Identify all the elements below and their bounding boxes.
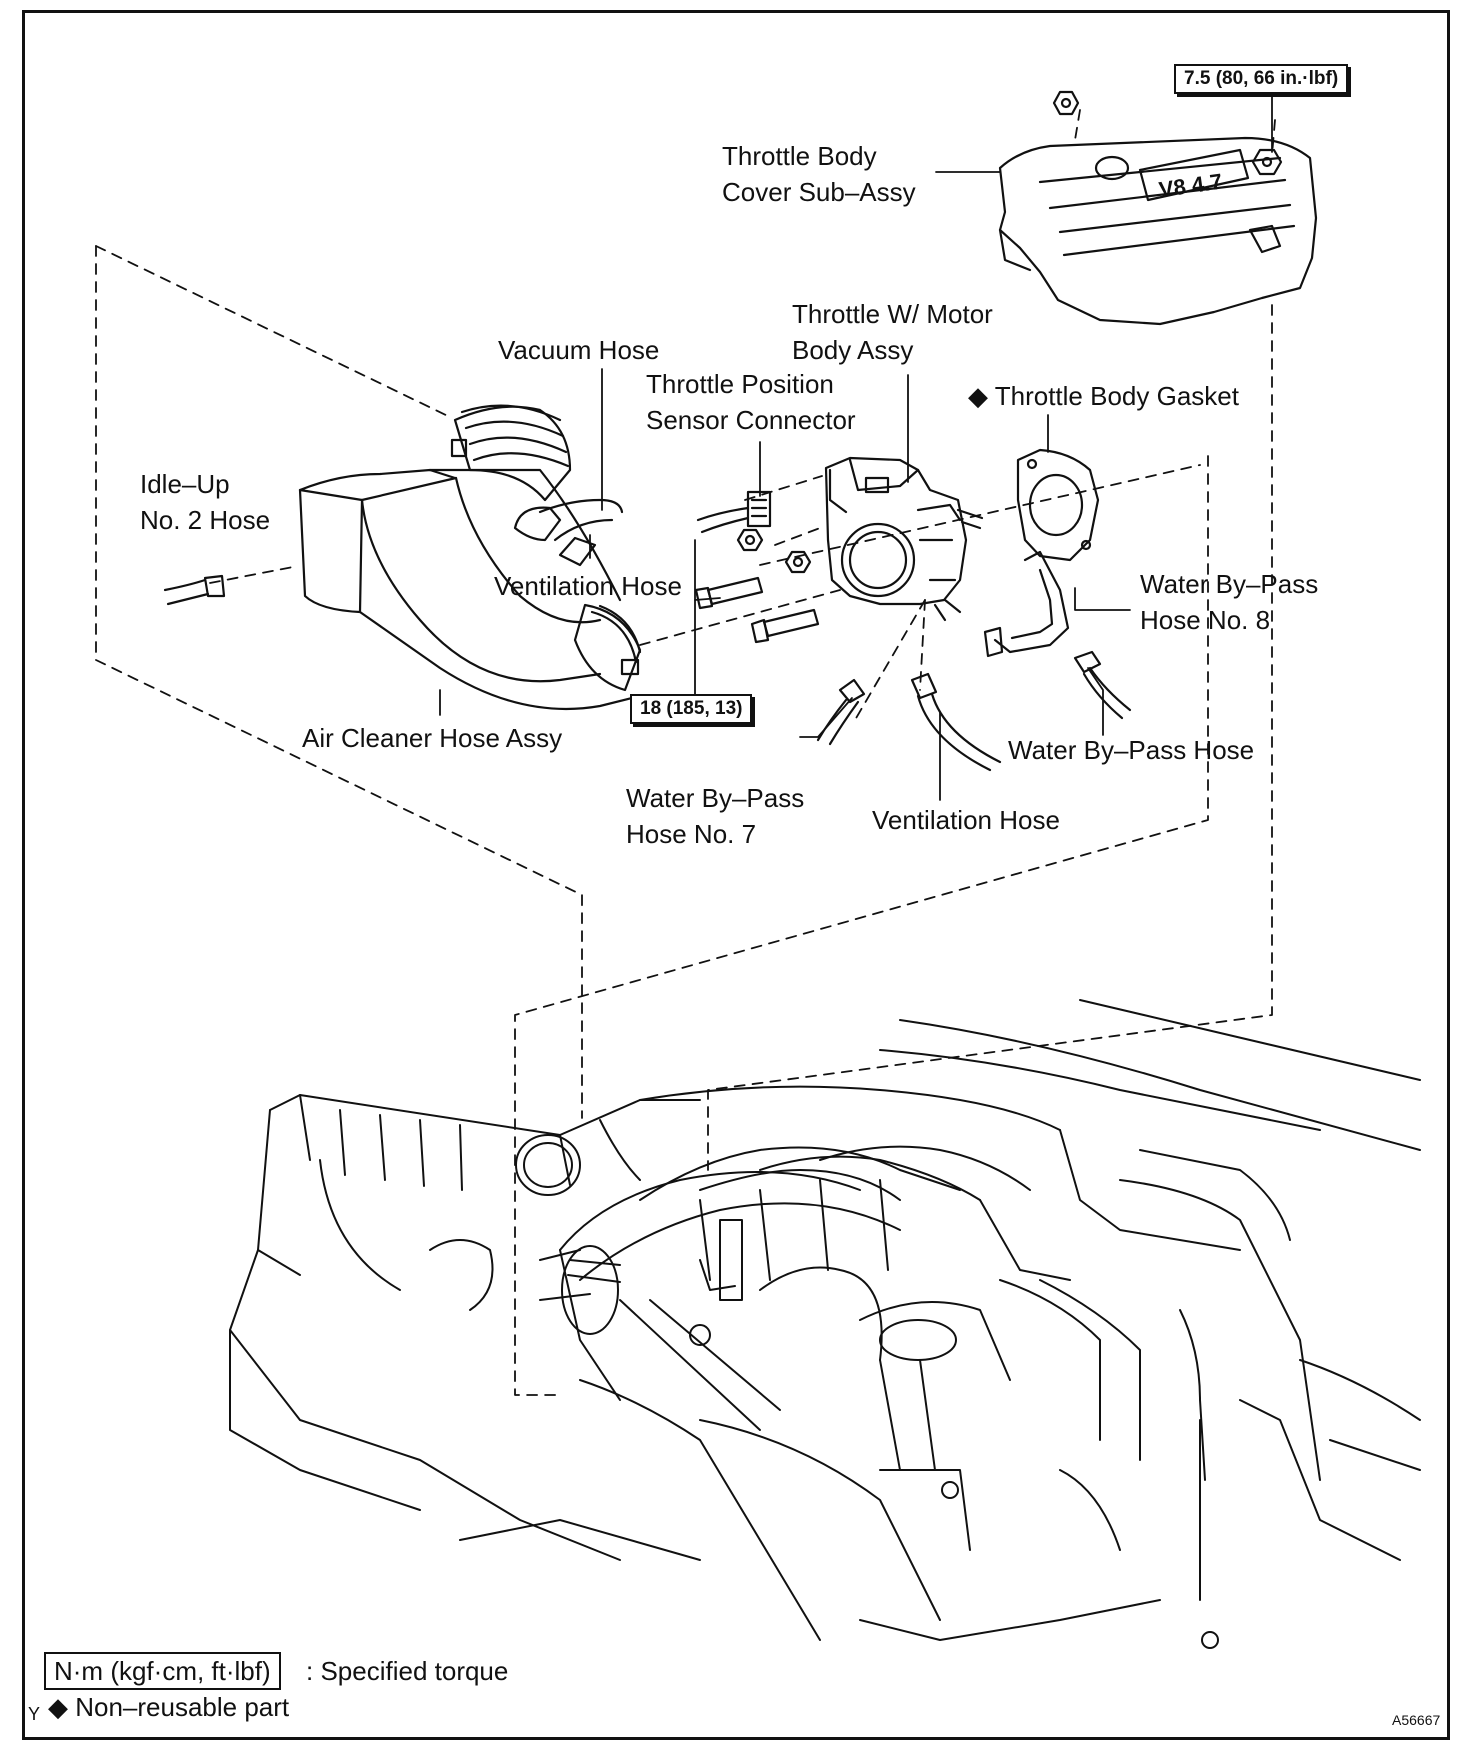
torque-cover-nut: 7.5 (80, 66 in.·lbf) (1174, 64, 1349, 94)
label-water-bypass-hose-8: Water By–Pass Hose No. 8 (1140, 569, 1319, 635)
throttle-nut-icons (736, 528, 812, 574)
ventilation-hose-lower-drawing (910, 672, 1002, 772)
label-idle-up-hose: Idle–Up No. 2 Hose (140, 469, 271, 535)
air-cleaner-hose-drawing (298, 404, 642, 711)
vacuum-hose-drawing (513, 498, 624, 567)
label-ventilation-hose-lower: Ventilation Hose (872, 805, 1060, 835)
figure-frame (22, 10, 1450, 1740)
water-bypass-hose-drawing (1073, 650, 1132, 720)
corner-mark: Y (28, 1704, 41, 1724)
svg-text:V8 4.7: V8 4.7 (1157, 169, 1223, 203)
throttle-body-drawing (824, 456, 984, 622)
label-vacuum-hose: Vacuum Hose (498, 335, 660, 365)
engine-drawing (229, 999, 1421, 1649)
throttle-body-gasket-drawing (1016, 448, 1100, 562)
label-water-bypass-hose-7: Water By–Pass Hose No. 7 (626, 783, 805, 849)
alignment-dashed-lines (95, 109, 1276, 1396)
legend-nonreusable: ◆ Non–reusable part (48, 1692, 290, 1722)
idle-up-hose-drawing (163, 574, 226, 606)
label-ventilation-hose-upper: Ventilation Hose (494, 571, 682, 601)
water-bypass-hose-8-drawing (983, 550, 1070, 658)
legend-torque-desc: : Specified torque (306, 1656, 509, 1686)
torque-throttle-bolt: 18 (185, 13) (630, 694, 753, 724)
throttle-body-cover-drawing: V8 4.7 (998, 136, 1318, 326)
water-bypass-hose-7-drawing (816, 678, 866, 746)
label-water-bypass-hose: Water By–Pass Hose (1008, 735, 1255, 765)
legend-torque-unit: N·m (kgf·cm, ft·lbf) (44, 1652, 281, 1690)
cover-nut-icons (1052, 90, 1283, 176)
label-air-cleaner-hose: Air Cleaner Hose Assy (302, 723, 563, 753)
label-tps-connector: Throttle Position Sensor Connector (646, 369, 856, 435)
tps-connector-drawing (696, 490, 772, 534)
throttle-bolt-icons (694, 576, 820, 644)
label-throttle-body-gasket: ◆ Throttle Body Gasket (968, 381, 1239, 411)
label-throttle-body-cover: Throttle Body Cover Sub–Assy (722, 141, 916, 207)
label-throttle-motor-body: Throttle W/ Motor Body Assy (792, 299, 993, 365)
figure-id: A56667 (1392, 1712, 1441, 1728)
